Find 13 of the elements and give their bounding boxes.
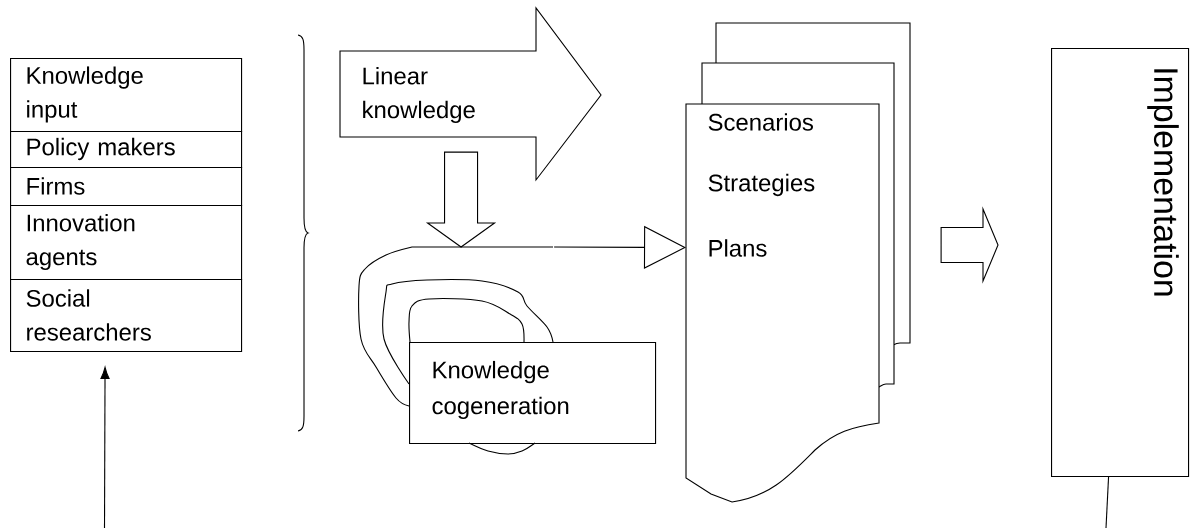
document-stack: Scenarios Strategies Plans: [685, 22, 911, 503]
arrow: [100, 366, 110, 528]
process-box: Knowledge cogeneration: [409, 342, 657, 445]
table-cell: Policy makers: [10, 131, 243, 169]
block-arrow: [425, 151, 497, 248]
table-cell: Innovation agents: [10, 205, 243, 281]
table-cell: Firms: [10, 167, 243, 207]
process-box: Implementation: [1051, 48, 1190, 478]
block-arrow: [940, 206, 999, 284]
table-cell: Knowledge input: [10, 58, 243, 133]
connector-line: [1105, 476, 1110, 528]
arrow: [553, 225, 686, 269]
table-cell: Social researchers: [10, 279, 243, 353]
